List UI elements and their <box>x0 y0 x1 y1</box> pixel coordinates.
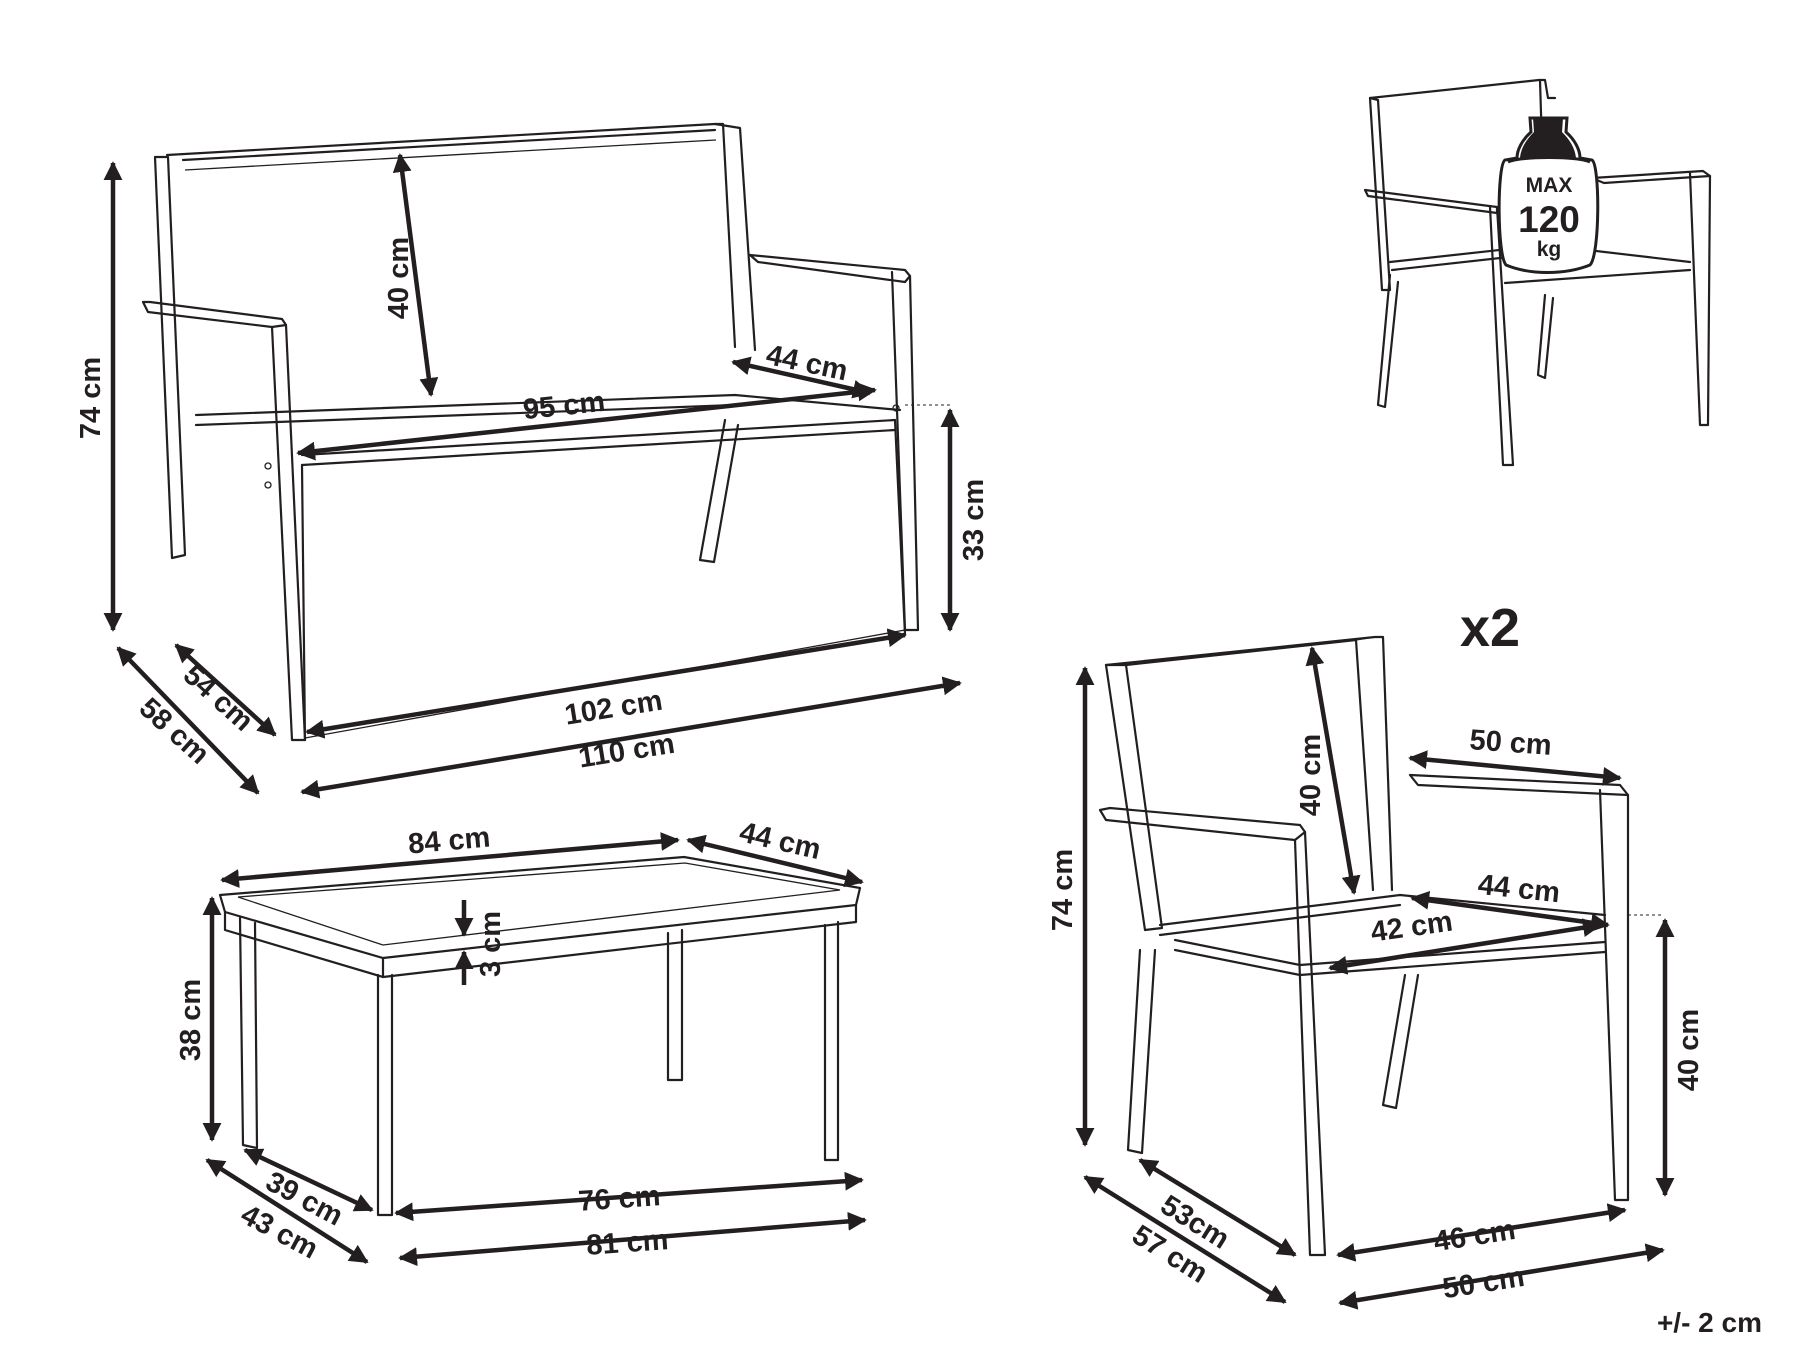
weight-icon <box>1497 116 1600 274</box>
table-width-outer-arrow <box>398 1211 867 1267</box>
weight-badge-max: MAX <box>1526 174 1573 197</box>
chair-backrest-label: 40 cm <box>1295 734 1327 816</box>
bench-backrest-arrow <box>392 153 439 397</box>
chair-width-inner-label: 46 cm <box>1431 1214 1517 1258</box>
table-thickness-label: 3 cm <box>475 911 507 977</box>
bench-width-outer-label: 110 cm <box>576 728 677 775</box>
chair-seat-width-arrow <box>1328 918 1602 975</box>
chair-width-outer-label: 50 cm <box>1440 1261 1526 1305</box>
table-depth-top-arrow <box>686 834 864 888</box>
chair-backrest-arrow <box>1305 646 1361 895</box>
tolerance-note: +/- 2 cm <box>1657 1307 1762 1338</box>
chair-depth-outer-arrow <box>1083 1175 1287 1304</box>
weight-badge-unit: kg <box>1537 238 1562 261</box>
table-width-outer-label: 81 cm <box>585 1224 669 1262</box>
chair-arm-width-label: 50 cm <box>1468 724 1552 762</box>
bench-width-inner-label: 102 cm <box>563 685 665 732</box>
bench-backrest-label: 40 cm <box>383 237 415 319</box>
table-width-top-label: 84 cm <box>407 822 492 861</box>
bench-seat-width-arrow <box>296 382 877 461</box>
chair-height-label: 74 cm <box>1047 849 1079 931</box>
weight-badge-value: 120 <box>1518 199 1580 240</box>
table-width-top-arrow <box>220 832 680 888</box>
table-width-inner-arrow <box>394 1171 864 1222</box>
chair-arm-width-arrow <box>1408 750 1622 786</box>
table-height-label: 38 cm <box>175 979 207 1061</box>
table-depth-outer-arrow <box>205 1158 369 1264</box>
table-width-inner-label: 76 cm <box>577 1180 661 1218</box>
table-depth-top-label: 44 cm <box>736 816 823 866</box>
chair-seat-height-label: 40 cm <box>1673 1009 1705 1091</box>
bench-seat-height-label: 33 cm <box>958 479 990 561</box>
quantity-multiplier: x2 <box>1460 598 1520 658</box>
bench-width-outer-arrow <box>300 676 962 799</box>
coffee-table-drawing <box>218 855 862 1217</box>
bench-depth-outer-arrow <box>116 646 260 795</box>
chair-width-outer-arrow <box>1338 1243 1665 1310</box>
bench-height-label: 74 cm <box>75 357 107 439</box>
chair-seat-width-label: 42 cm <box>1369 906 1455 949</box>
